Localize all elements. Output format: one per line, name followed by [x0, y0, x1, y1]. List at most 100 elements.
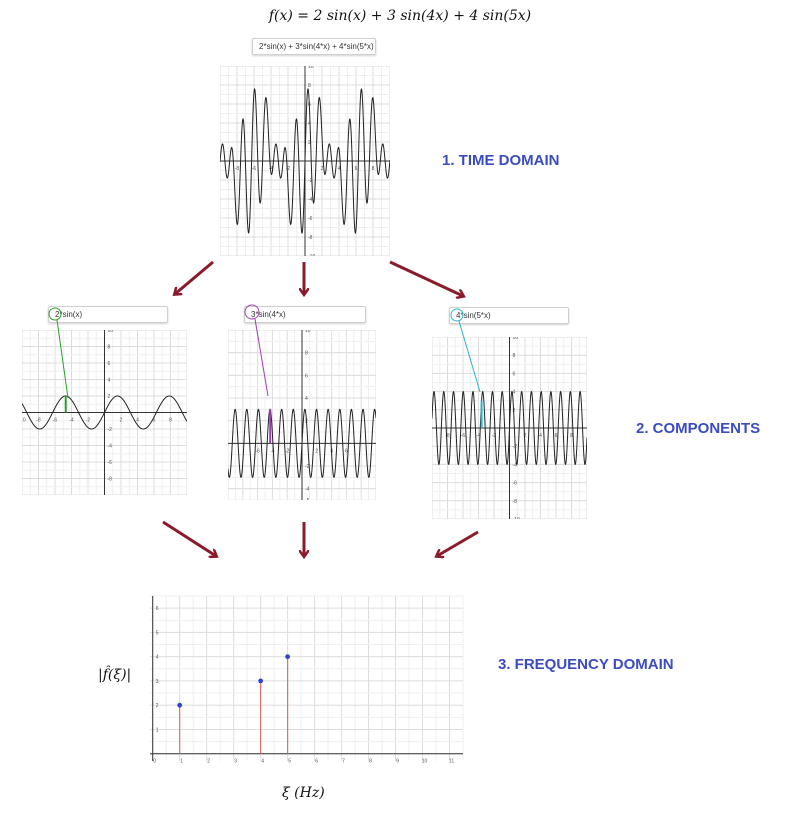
x-tick-label: 4 [261, 759, 264, 765]
y-tick-label: 4 [305, 396, 308, 402]
x-tick-label: 4 [136, 418, 139, 424]
x-tick-label: 8 [570, 433, 573, 439]
x-tick-label: 1 [180, 759, 183, 765]
y-tick-label: -6 [108, 460, 113, 466]
x-tick-label: 2 [321, 166, 324, 172]
y-tick-label: 10 [305, 330, 311, 334]
x-tick-label: -4 [69, 418, 74, 424]
x-tick-label: 2 [524, 433, 527, 439]
x-tick-label: -4 [476, 433, 481, 439]
data-point [285, 654, 291, 660]
x-tick-label: 4 [338, 166, 341, 172]
y-tick-label: 4 [513, 390, 516, 396]
function-curve [220, 88, 390, 234]
y-tick-label: 6 [305, 373, 308, 379]
x-tick-label: -4 [269, 166, 274, 172]
x-tick-label: -2 [492, 433, 497, 439]
arrow-time-to-c1 [175, 260, 214, 294]
y-tick-label: -2 [108, 427, 113, 433]
y-tick-label: 6 [156, 606, 159, 612]
y-tick-label: -6 [513, 481, 518, 487]
component-1-input[interactable]: 2*sin(x) [48, 306, 168, 323]
y-tick-label: 5 [156, 630, 159, 636]
x-tick-label: -2 [285, 448, 290, 454]
x-tick-label: 6 [355, 166, 358, 172]
x-tick-label: 10 [422, 759, 428, 765]
x-tick-label: -6 [255, 448, 260, 454]
y-tick-label: 8 [513, 353, 516, 359]
y-tick-label: 8 [305, 351, 308, 357]
x-tick-label: -4 [270, 448, 275, 454]
x-tick-label: 4 [539, 433, 542, 439]
x-tick-label: 2 [120, 418, 123, 424]
x-tick-label: -10 [22, 418, 26, 424]
y-tick-label: 6 [108, 361, 111, 367]
y-tick-label: 8 [308, 83, 311, 89]
x-tick-label: 6 [345, 448, 348, 454]
x-tick-label: 5 [288, 759, 291, 765]
x-tick-label: -6 [461, 433, 466, 439]
y-tick-label: -4 [305, 487, 310, 493]
function-curve [22, 395, 187, 430]
y-tick-label: 2 [156, 703, 159, 709]
y-tick-label: 2 [308, 140, 311, 146]
arrow-time-to-c3 [389, 260, 463, 296]
y-tick-label: -4 [308, 197, 313, 203]
x-tick-label: 6 [315, 759, 318, 765]
x-tick-label: 6 [153, 418, 156, 424]
data-point [177, 702, 183, 708]
x-tick-label: 2 [315, 448, 318, 454]
y-tick-label: -8 [108, 477, 113, 483]
y-tick-label: 2 [108, 394, 111, 400]
function-curve [432, 390, 587, 466]
x-tick-label: 6 [555, 433, 558, 439]
components-label: 2. COMPONENTS [636, 420, 761, 437]
y-tick-label: -2 [305, 464, 310, 470]
main-formula: f(x) = 2 sin(x) + 3 sin(4x) + 4 sin(5x) [268, 8, 532, 24]
x-tick-label: 3 [234, 759, 237, 765]
y-tick-label: 3 [156, 679, 159, 685]
time-domain-label: 1. TIME DOMAIN [442, 152, 560, 169]
x-tick-label: -2 [86, 418, 91, 424]
y-tick-label: 4 [308, 121, 311, 127]
x-tick-label: -2 [286, 166, 291, 172]
x-tick-label: 7 [342, 759, 345, 765]
frequency-ylabel: |f̂(ξ)| [98, 667, 132, 683]
arrow-c1-to-freq [162, 520, 216, 556]
y-tick-label: 1 [156, 727, 159, 733]
y-tick-label: 10 [308, 66, 314, 70]
data-point [258, 678, 264, 684]
frequency-domain-label: 3. FREQUENCY DOMAIN [498, 656, 674, 673]
y-tick-label: -5 [305, 498, 310, 500]
y-tick-label: -4 [108, 444, 113, 450]
x-tick-label: 9 [396, 759, 399, 765]
x-tick-label: 8 [169, 418, 172, 424]
x-tick-label: 11 [449, 759, 454, 765]
x-tick-label: -8 [445, 433, 450, 439]
y-tick-label: 10 [513, 337, 519, 341]
component-3-input[interactable]: 4*sin(5*x) [449, 307, 569, 324]
y-tick-label: 8 [108, 345, 111, 351]
arrow-c3-to-freq [437, 530, 479, 556]
frequency-xlabel: ξ (Hz) [282, 785, 325, 801]
x-tick-label: 8 [369, 759, 372, 765]
x-tick-label: -8 [36, 418, 41, 424]
x-tick-label: 0 [153, 759, 156, 765]
y-tick-label: 4 [156, 655, 159, 661]
component-2-input[interactable]: 3*sin(4*x) [244, 306, 366, 323]
x-tick-label: -8 [235, 166, 240, 172]
function-curve [228, 408, 376, 478]
y-tick-label: -8 [513, 499, 518, 505]
y-tick-label: -2 [308, 178, 313, 184]
time-expression-input[interactable]: 2*sin(x) + 3*sin(4*x) + 4*sin(5*x) [252, 38, 376, 55]
y-tick-label: -10 [513, 517, 520, 519]
x-tick-label: -6 [53, 418, 58, 424]
y-tick-label: 4 [108, 378, 111, 384]
y-tick-label: 6 [513, 371, 516, 377]
